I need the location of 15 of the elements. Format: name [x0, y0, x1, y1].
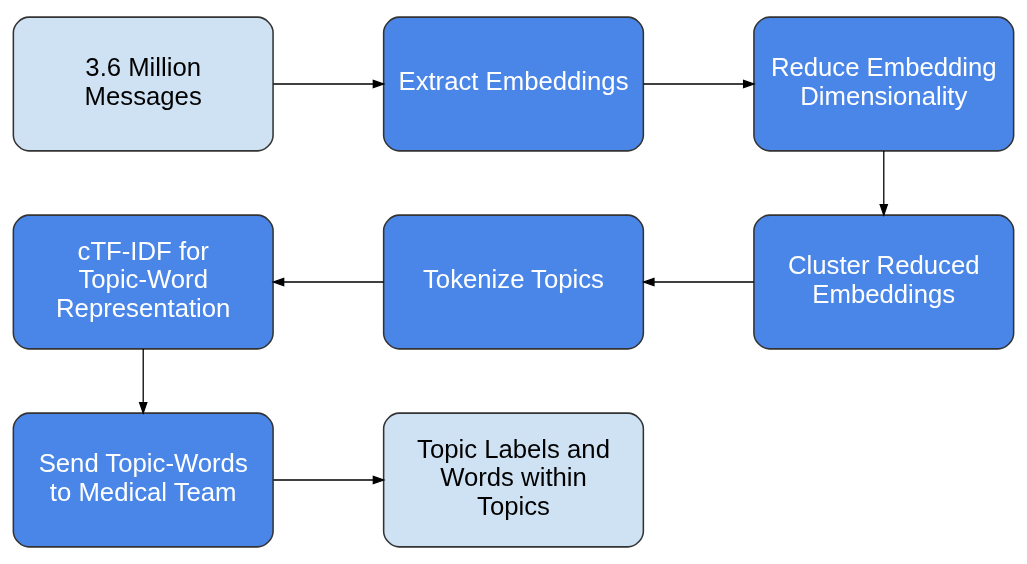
arrow: [272, 475, 386, 485]
node-box: Reduce Embedding Dimensionality: [753, 16, 1015, 152]
node-box: Cluster Reduced Embeddings: [753, 214, 1015, 350]
node-box: Tokenize Topics: [382, 214, 645, 350]
node-box: 3.6 Million Messages: [12, 16, 274, 152]
arrow: [271, 277, 385, 287]
arrow: [641, 277, 755, 287]
node-box: cTF-IDF for Topic-Word Representation: [12, 214, 274, 350]
node-box: Extract Embeddings: [382, 16, 645, 152]
node-box: Topic Labels and Words within Topics: [382, 412, 645, 548]
arrow: [643, 79, 756, 89]
arrow: [879, 150, 889, 217]
arrow: [272, 79, 386, 89]
arrow: [138, 348, 148, 415]
node-box: Send Topic-Words to Medical Team: [12, 412, 274, 548]
